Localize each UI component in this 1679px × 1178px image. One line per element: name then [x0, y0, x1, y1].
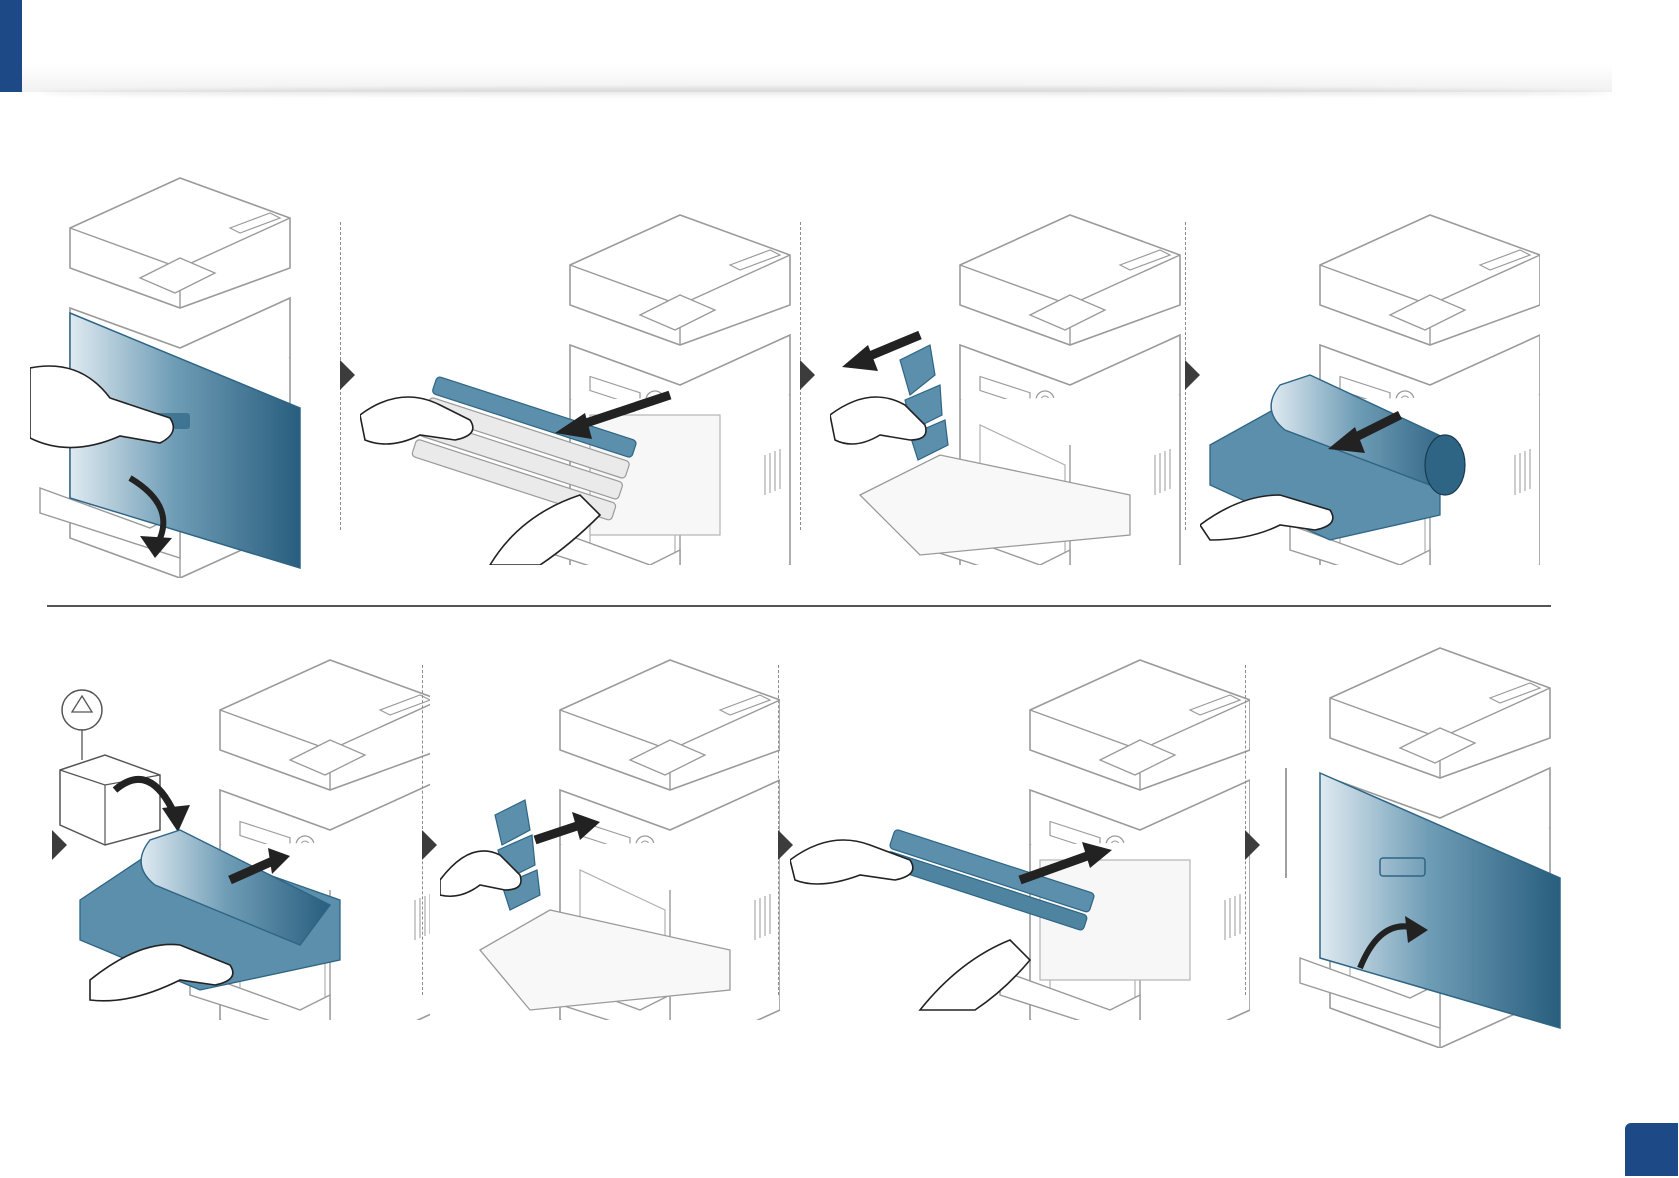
step-6-illustration: [440, 640, 780, 1020]
header-band: [22, 0, 1612, 92]
step-8-illustration: [1280, 628, 1570, 1048]
step-5-illustration: [50, 640, 430, 1020]
page-number-badge: [1625, 1123, 1678, 1176]
next-step-arrow-icon: [1185, 360, 1200, 390]
next-step-arrow-icon: [1245, 830, 1260, 860]
corner-tab: [0, 0, 22, 92]
next-step-arrow-icon: [52, 830, 67, 860]
step-1-illustration: [30, 158, 310, 578]
header-shadow: [40, 88, 1610, 98]
next-step-arrow-icon: [800, 360, 815, 390]
next-step-arrow-icon: [422, 830, 437, 860]
step-3-illustration: [830, 195, 1190, 565]
row-divider: [47, 605, 1551, 607]
step-4-illustration: [1200, 195, 1540, 565]
step-2-illustration: [360, 195, 800, 565]
next-step-arrow-icon: [340, 360, 355, 390]
step-7-illustration: [790, 640, 1250, 1020]
